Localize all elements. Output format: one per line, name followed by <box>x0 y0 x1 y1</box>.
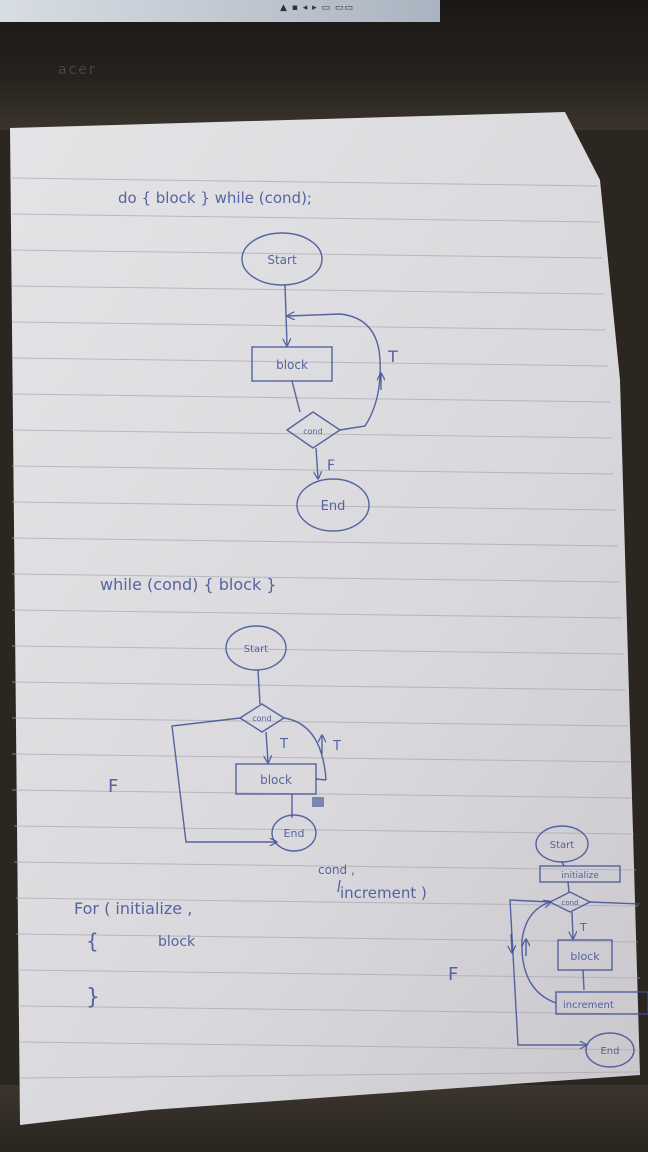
block-label: block <box>276 358 308 372</box>
for-heading-insert: cond , <box>318 863 355 877</box>
for-flowchart: Start initialize cond T block increment … <box>448 825 648 1068</box>
block-node <box>557 939 613 971</box>
end-node <box>585 1032 635 1068</box>
do-while-flowchart: do { block } while (cond); Start block c… <box>118 189 398 532</box>
for-heading-suffix: increment ) <box>340 884 427 902</box>
cond-label: cond <box>252 714 271 723</box>
false-label: F <box>448 964 458 985</box>
start-label: Start <box>244 644 269 655</box>
block-label: block <box>260 773 292 787</box>
start-label: Start <box>550 840 575 851</box>
true-label: T <box>387 347 398 366</box>
laptop-brand-logo: acer <box>58 62 97 78</box>
cond-label: cond <box>561 899 578 907</box>
laptop-screen-edge: ▲ ▪ ◂ ▸ ▭ ▭▭ <box>0 0 440 22</box>
brace-open: { <box>86 929 99 953</box>
do-while-heading: do { block } while (cond); <box>118 189 312 207</box>
end-node <box>296 478 370 532</box>
for-loop-code: cond , For ( initialize , increment ) { … <box>74 863 427 1010</box>
for-heading-prefix: For ( initialize , <box>74 899 192 918</box>
end-label: End <box>284 827 305 840</box>
end-node <box>271 814 317 852</box>
increment-label: increment <box>563 1000 614 1011</box>
screen-tray-icons: ▲ ▪ ◂ ▸ ▭ ▭▭ <box>280 3 354 13</box>
true-label: T <box>579 921 587 934</box>
start-label: Start <box>267 253 297 267</box>
paper-sheet <box>10 112 640 1125</box>
end-label: End <box>600 1046 619 1057</box>
initialize-label: initialize <box>561 871 599 881</box>
initialize-node <box>539 865 621 883</box>
laptop-background: ▲ ▪ ◂ ▸ ▭ ▭▭ acer <box>0 0 648 130</box>
true-label-1: T <box>279 737 288 752</box>
while-heading: while (cond) { block } <box>100 575 276 594</box>
false-label: F <box>108 776 118 797</box>
while-flowchart: while (cond) { block } Start cond T T bl… <box>100 575 341 852</box>
start-node <box>241 232 323 286</box>
cond-label: cond <box>303 427 322 436</box>
end-label: End <box>321 499 346 514</box>
true-label-2: T <box>332 739 341 754</box>
block-label: block <box>570 950 600 963</box>
for-body-block: block <box>158 934 196 950</box>
start-node <box>225 625 287 671</box>
false-label: F <box>327 458 335 474</box>
ruled-lines <box>11 177 641 1079</box>
brace-close: } <box>86 985 100 1010</box>
